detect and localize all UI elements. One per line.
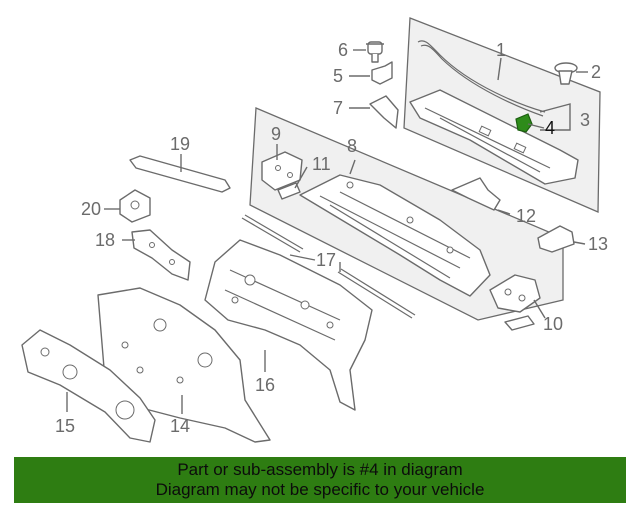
part-11-plate: [277, 182, 301, 200]
parts-diagram: 1 2 3 4 5 6 7 8 9 10 11 12 13 14 15 16 1…: [21, 17, 608, 443]
part-1-weatherstrip: [417, 40, 546, 113]
callout-20: 20: [81, 199, 101, 219]
part-16-dash-panel: [204, 239, 373, 411]
callout-16: 16: [255, 375, 275, 395]
callout-18: 18: [95, 230, 115, 250]
part-18-bracket: [131, 229, 191, 281]
part-5-bracket: [371, 61, 393, 85]
callout-17: 17: [316, 250, 336, 270]
part-17-seal: [241, 214, 416, 319]
callout-1: 1: [496, 40, 506, 60]
part-19-brace: [129, 155, 231, 193]
callout-10: 10: [543, 314, 563, 334]
banner-line-1: Part or sub-assembly is #4 in diagram: [177, 460, 463, 479]
callout-2: 2: [591, 62, 601, 82]
callout-13: 13: [588, 234, 608, 254]
callout-15: 15: [55, 416, 75, 436]
part-13-bracket: [537, 225, 575, 253]
part-15-reinforcement: [21, 329, 156, 443]
part-10-bracket: [489, 274, 541, 331]
callout-7: 7: [333, 98, 343, 118]
callout-12: 12: [516, 206, 536, 226]
callout-9: 9: [271, 124, 281, 144]
part-20-bracket: [119, 189, 151, 223]
callout-14: 14: [170, 416, 190, 436]
banner-line-2: Diagram may not be specific to your vehi…: [155, 480, 485, 499]
callout-6: 6: [338, 40, 348, 60]
leader-lines: [66, 49, 588, 414]
callout-3: 3: [580, 110, 590, 130]
part-1-weatherstrip-inner: [420, 44, 544, 117]
callout-5: 5: [333, 66, 343, 86]
callout-4: 4: [545, 118, 555, 138]
part-1-cowl-top-panel: [409, 89, 579, 185]
part-12-bracket: [451, 177, 501, 211]
info-banner: Part or sub-assembly is #4 in diagram Di…: [14, 457, 626, 503]
part-4-highlighted: [515, 113, 533, 133]
part-8-dash-insulator: [299, 174, 491, 297]
callout-11: 11: [312, 154, 331, 174]
callout-19: 19: [170, 134, 190, 154]
part-7-bracket: [369, 95, 399, 129]
callout-8: 8: [347, 136, 357, 156]
part-6-bolt: [366, 41, 384, 63]
part-2-clip: [554, 62, 578, 85]
